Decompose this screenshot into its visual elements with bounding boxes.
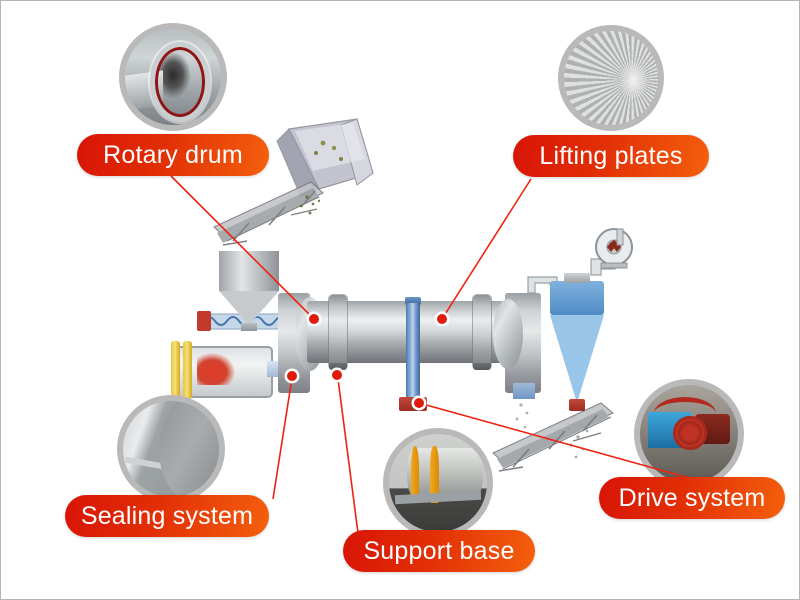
surge-hopper [219,251,279,291]
leader-sealing-system [272,377,293,500]
burner-bar-left [171,341,180,399]
callout-label-rotary-drum[interactable]: Rotary drum [77,134,269,176]
photo-rotary-drum[interactable] [119,23,227,131]
callout-label-sealing-system[interactable]: Sealing system [65,495,269,537]
tyre-ring-outlet [473,295,491,369]
duct-cyclone-to-fan [590,258,616,276]
tyre-ring-outlet-shadow [473,363,491,370]
cyclone-discharge-valve [569,399,585,411]
feed-conveyor [213,181,324,246]
cyclone-barrel [550,281,604,315]
discharge-conveyor [492,402,614,472]
tyre-ring [329,295,347,369]
blower-fan [595,228,633,269]
support-column [406,303,420,401]
callout-label-support-base[interactable]: Support base [343,530,535,572]
support-column-cap [405,297,421,305]
outlet-chute [513,383,535,399]
callout-label-drive-system[interactable]: Drive system [599,477,785,519]
cyclone-dust [567,415,589,459]
tyre-ring-shadow [329,363,347,370]
surge-hopper-cone [219,291,279,325]
outlet-dust [515,403,529,429]
leader-support-base [337,378,359,534]
hopper-outlet [241,323,257,331]
cyclone-cone [550,315,604,403]
photo-support-base[interactable] [383,428,493,538]
feed-material [299,195,321,215]
feed-bin [276,118,374,198]
support-column-foot [399,397,427,411]
photo-sealing-system[interactable] [117,395,225,503]
burner-bar-right [183,341,192,399]
photo-lifting-plates[interactable] [558,25,664,131]
photo-drive-system[interactable] [634,379,744,489]
outlet-end-cap [493,299,523,369]
burner-flame [197,353,235,385]
callout-label-lifting-plates[interactable]: Lifting plates [513,135,709,177]
cyclone-lid [564,273,590,283]
